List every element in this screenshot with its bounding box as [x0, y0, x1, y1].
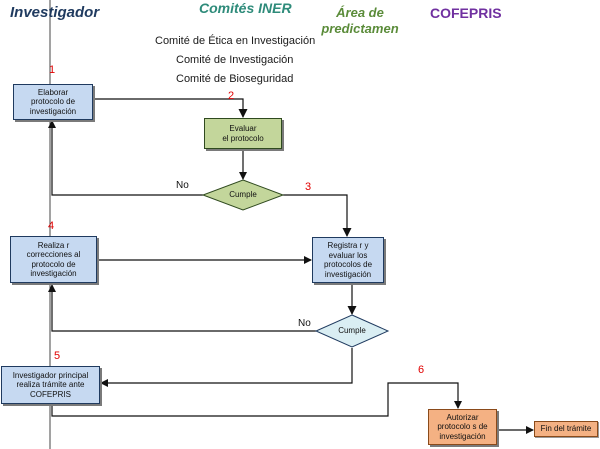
process-autorizar-protocolos: Autorizar protocolo s de investigación [428, 409, 497, 445]
process-realizar-correcciones: Realiza r correcciones al protocolo de i… [10, 236, 97, 283]
branch-label-no-1: No [176, 180, 189, 191]
arrow-cumple-tramite [100, 348, 353, 387]
step-number-5: 5 [54, 350, 61, 362]
branch-label-no-2: No [298, 318, 311, 329]
arrow-elaborar-evaluar [93, 98, 248, 118]
decision-cumple-2 [314, 314, 390, 348]
process-evaluar-protocolo: Evaluar el protocolo [204, 118, 282, 149]
process-registrar-evaluar: Registra r y evaluar los protocolos de i… [312, 237, 384, 283]
lane-investigador: Investigador [10, 4, 100, 21]
step-number-2: 2 [228, 90, 235, 102]
decision-label-cumple-2: Cumple [338, 326, 366, 335]
step-number-3: 3 [305, 181, 312, 193]
step-number-6: 6 [418, 364, 425, 376]
decision-cumple-1 [201, 179, 285, 211]
lane-area-predictamen: Área de predictamen [321, 5, 399, 36]
step-number-4: 4 [48, 220, 55, 232]
committee-bioseguridad: Comité de Bioseguridad [176, 73, 294, 85]
process-fin-tramite: Fin del trámite [534, 421, 598, 437]
committee-investigacion: Comité de Investigación [176, 54, 294, 66]
process-tramite-cofepris: Investigador principal realiza trámite a… [1, 366, 100, 404]
process-elaborar-protocolo: Elaborar protocolo de investigación [13, 84, 93, 120]
lane-comites-iner: Comités INER [199, 0, 292, 16]
arrow-tramite-autorizar [51, 382, 462, 417]
step-number-1: 1 [49, 64, 56, 76]
arrow-cumple-no-elaborar [48, 120, 203, 196]
decision-label-cumple-1: Cumple [229, 190, 257, 199]
lane-cofepris: COFEPRIS [430, 5, 502, 21]
committee-etica: Comité de Ética en Investigación [155, 35, 316, 47]
arrow-cumple-registrar [283, 194, 352, 237]
arrow-cumple-no-realizar [48, 284, 316, 332]
